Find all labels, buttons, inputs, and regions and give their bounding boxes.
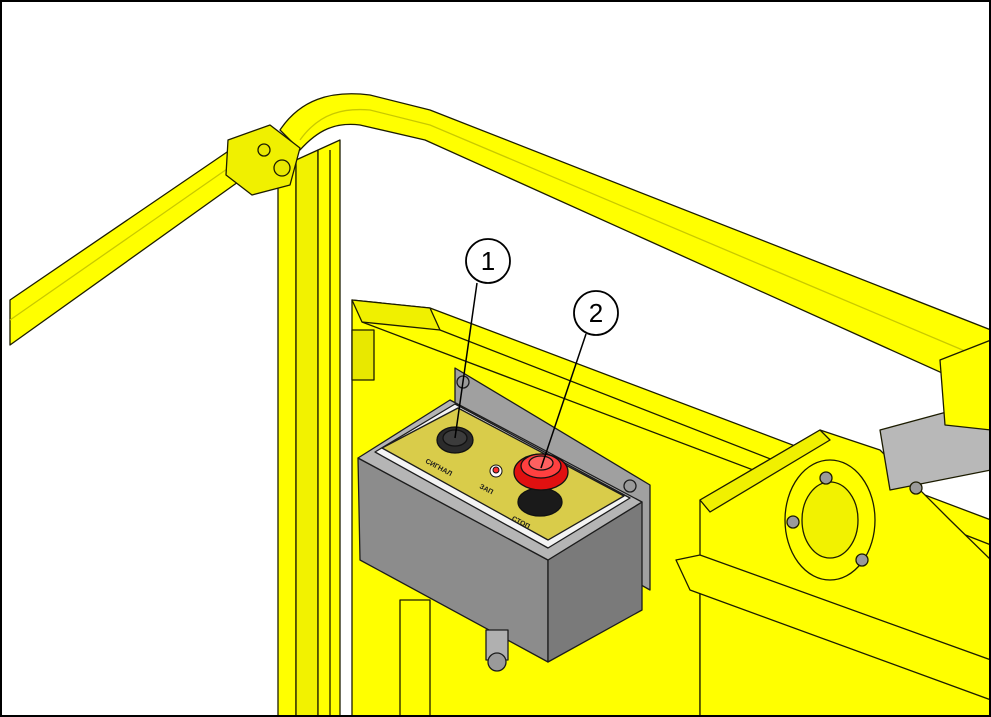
callout-1-circle [465, 238, 511, 284]
gland-nut [487, 652, 507, 672]
lamp-core [492, 466, 500, 474]
right-cylinder [939, 339, 991, 431]
top-rail [9, 93, 991, 396]
stop-button-top [528, 455, 554, 471]
rail-left-highlight [9, 159, 241, 321]
hinge-bracket [675, 339, 991, 717]
signal-button[interactable] [436, 426, 474, 454]
rail-top-inner-line [299, 108, 991, 363]
rail-clamp [225, 124, 301, 196]
callout-1-leader [454, 282, 478, 439]
rear-bracket [351, 329, 375, 381]
flange-bolt-2 [786, 515, 800, 529]
hinge-bolt [909, 481, 923, 495]
clamp-bolt [273, 159, 291, 177]
hinge-plate-side [699, 429, 831, 513]
bottom-rail [675, 554, 991, 701]
lower-post-left [399, 599, 431, 717]
stop-button-base [517, 487, 563, 517]
callout-2: 2 [540, 290, 619, 469]
callout-1: 1 [454, 238, 511, 439]
rail-top-curve [279, 93, 991, 396]
flange-bolt-1 [819, 471, 833, 485]
stop-button[interactable] [513, 453, 569, 517]
clamp-bolt-2 [257, 143, 271, 157]
post-left-outer [277, 159, 297, 717]
post-left-inner [295, 149, 319, 717]
indicator-lamp [489, 464, 503, 478]
callout-2-leader [540, 333, 587, 469]
flange-inner [801, 481, 859, 559]
callout-1-label: 1 [481, 246, 495, 276]
flange-bolt-3 [855, 553, 869, 567]
bracket-bolt-2 [623, 479, 637, 493]
callout-2-circle [573, 290, 619, 336]
post-center [317, 139, 341, 717]
callout-2-label: 2 [589, 298, 603, 328]
